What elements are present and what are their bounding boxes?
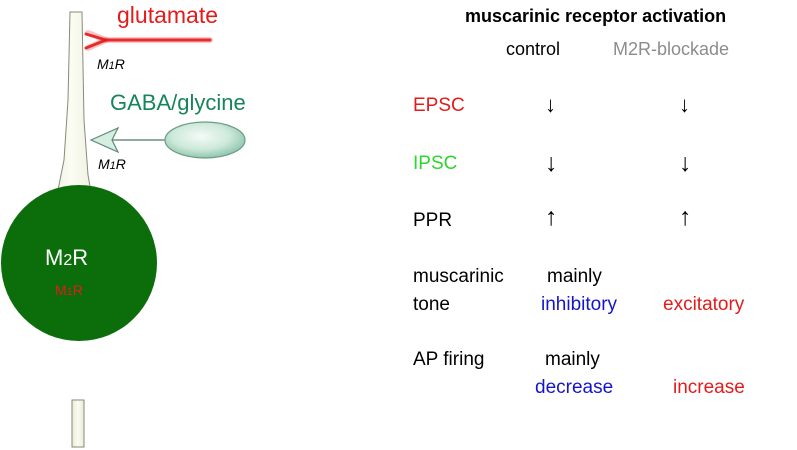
table-title: muscarinic receptor activation: [465, 6, 727, 26]
m2r-subscript: 2: [63, 252, 73, 269]
row-label-ap-firing: AP firing: [413, 349, 485, 370]
ppr-control-arrow: ↑: [545, 203, 558, 231]
gaba-glycine-label: GABA/glycine: [110, 90, 246, 115]
tone-control-value: inhibitory: [541, 294, 618, 315]
row-label-ipsc: IPSC: [413, 153, 458, 174]
axon: [71, 399, 85, 448]
ipsc-control-arrow: ↓: [545, 149, 558, 177]
glutamate-synapse: [84, 30, 213, 51]
ipsc-blockade-arrow: ↓: [679, 149, 692, 177]
epsc-blockade-arrow: ↓: [679, 92, 690, 117]
tone-blockade-value: excitatory: [663, 294, 745, 315]
soma-m1r-label: M1R: [55, 282, 83, 298]
column-header-control: control: [506, 39, 561, 59]
firing-blockade-value: increase: [673, 377, 745, 398]
row-label-tone-line2: tone: [413, 294, 450, 315]
m1r-mid-subscript: 1: [109, 160, 116, 172]
soma: [1, 185, 157, 341]
m1r-top-subscript: 1: [108, 60, 115, 72]
firing-control-value: decrease: [535, 377, 614, 398]
m1r-receptor-mid-label: M1R: [98, 156, 126, 172]
ppr-blockade-arrow: ↑: [679, 203, 692, 231]
m1r-receptor-top-label: M1R: [97, 56, 125, 72]
m1r-soma-subscript: 1: [66, 286, 73, 298]
column-header-blockade: M2R-blockade: [613, 39, 730, 59]
tone-control-qualifier: mainly: [547, 266, 602, 287]
firing-control-qualifier: mainly: [545, 349, 600, 370]
soma-m2r-label: M2R: [45, 245, 89, 270]
epsc-control-arrow: ↓: [545, 92, 556, 117]
row-label-epsc: EPSC: [413, 95, 465, 116]
glutamate-label: glutamate: [117, 2, 219, 28]
gaba-synapse: [89, 121, 246, 159]
gaba-terminal: [164, 121, 246, 159]
row-label-tone-line1: muscarinic: [413, 266, 504, 287]
row-label-ppr: PPR: [413, 210, 453, 231]
